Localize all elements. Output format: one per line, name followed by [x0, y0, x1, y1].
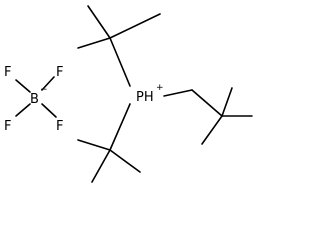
bond-neopentyl-methyl-up: [221, 87, 233, 117]
bond-b-f-lower-left: [15, 103, 31, 117]
structure-canvas: B − F F F F PH +: [4, 5, 253, 183]
atom-phosphorus: PH: [136, 90, 154, 105]
bond-b-f-upper-left: [15, 79, 31, 93]
boron-charge: −: [40, 85, 48, 95]
bond-p-lower-tbutyl: [109, 103, 131, 151]
atom-fluorine-lower-right: F: [56, 119, 63, 134]
bond-neopentyl-methyl-down: [201, 115, 223, 145]
bond-b-f-lower-right: [41, 103, 57, 118]
atom-fluorine-lower-left: F: [4, 119, 11, 134]
bond-lower-tbutyl-methyl-left: [77, 139, 111, 151]
phosphonium-cation: PH +: [77, 5, 253, 183]
bond-b-f-upper-right: [41, 76, 55, 91]
bond-lower-tbutyl-methyl-right: [109, 149, 141, 173]
bond-upper-tbutyl-methyl-right: [109, 13, 161, 39]
bond-upper-tbutyl-methyl-left: [87, 5, 111, 39]
bond-p-upper-tbutyl: [109, 37, 131, 87]
atom-fluorine-upper-left: F: [4, 65, 11, 80]
bond-upper-tbutyl-methyl-down: [77, 37, 111, 49]
chemical-structure-diagram: B − F F F F PH +: [4, 5, 253, 183]
atom-fluorine-upper-right: F: [56, 65, 63, 80]
phosphorus-charge: +: [156, 83, 164, 93]
tetrafluoroborate-anion: B − F F F F: [4, 65, 63, 134]
atom-boron: B: [30, 92, 39, 107]
bond-ch2-quaternary-carbon: [191, 89, 223, 117]
bond-lower-tbutyl-methyl-down: [91, 149, 111, 183]
bond-p-ch2: [163, 89, 193, 97]
